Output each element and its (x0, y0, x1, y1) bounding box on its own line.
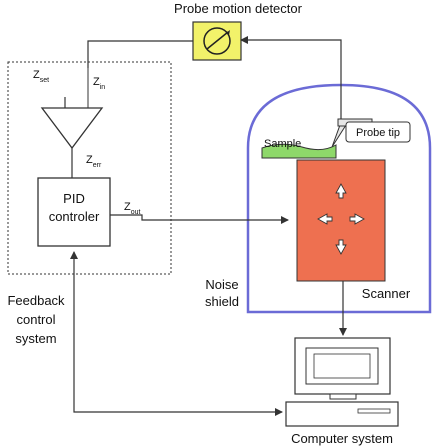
z-in-label: Zin (93, 76, 105, 91)
four-direction-arrows-icon (317, 183, 365, 255)
diagram-title: Probe motion detector (174, 1, 303, 16)
z-err-label: Zerr (86, 154, 102, 169)
scanner-block (296, 159, 386, 282)
computer-system-label: Computer system (291, 431, 393, 446)
z-out-label: Zout (124, 201, 141, 216)
probe-motion-detector (192, 21, 242, 61)
sample (261, 143, 337, 159)
z-set-label: Zset (33, 69, 49, 84)
feedback-control-system-boundary (7, 61, 172, 275)
scanner-label: Scanner (362, 286, 411, 301)
signal-wires (64, 36, 347, 416)
feedback-label-line2: control (16, 312, 55, 327)
pid-label-line1: PID (63, 191, 85, 206)
noise-shield-label-line2: shield (205, 294, 239, 309)
monitor-icon (285, 337, 399, 427)
probe-tip-label: Probe tip (356, 127, 400, 139)
pid-controller-box: PID controler (37, 177, 111, 247)
feedback-label-line3: system (15, 331, 56, 346)
comparator-triangle (40, 107, 104, 150)
noise-shield-label-line1: Noise (205, 277, 238, 292)
sample-label: Sample (264, 138, 301, 150)
gauge-icon (203, 27, 231, 55)
probe-tip-label-box (345, 121, 411, 143)
pid-label-line2: controler (49, 209, 100, 224)
feedback-label-line1: Feedback (7, 293, 65, 308)
